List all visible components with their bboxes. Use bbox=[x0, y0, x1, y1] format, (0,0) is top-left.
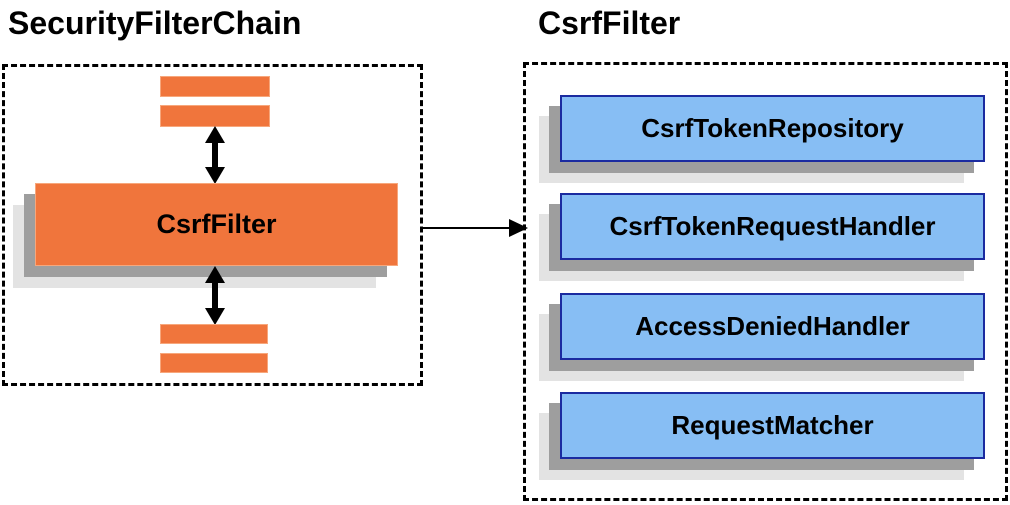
component-label: AccessDeniedHandler bbox=[635, 311, 910, 341]
component-label: CsrfTokenRequestHandler bbox=[609, 211, 936, 241]
filter-bar bbox=[160, 105, 270, 127]
component-box-access-denied-handler: AccessDeniedHandler bbox=[560, 293, 985, 360]
component-label: CsrfTokenRepository bbox=[641, 113, 904, 143]
filter-bar bbox=[160, 353, 268, 373]
filter-bar bbox=[160, 324, 268, 344]
component-box-csrf-token-request-handler: CsrfTokenRequestHandler bbox=[560, 193, 985, 260]
security-filter-chain-container bbox=[2, 64, 423, 386]
csrf-filter-container bbox=[523, 62, 1008, 501]
component-box-csrf-token-repository: CsrfTokenRepository bbox=[560, 95, 985, 162]
double-arrow-icon bbox=[205, 266, 225, 325]
csrf-filter-title: CsrfFilter bbox=[538, 5, 681, 41]
flow-arrow-icon bbox=[423, 219, 528, 237]
security-filter-chain-title: SecurityFilterChain bbox=[8, 5, 302, 41]
component-box-request-matcher: RequestMatcher bbox=[560, 392, 985, 459]
csrf-filter-node: CsrfFilter bbox=[35, 183, 398, 266]
csrf-filter-node-label: CsrfFilter bbox=[156, 209, 277, 239]
double-arrow-icon bbox=[205, 126, 225, 184]
filter-bar bbox=[160, 76, 270, 97]
component-label: RequestMatcher bbox=[671, 410, 874, 440]
